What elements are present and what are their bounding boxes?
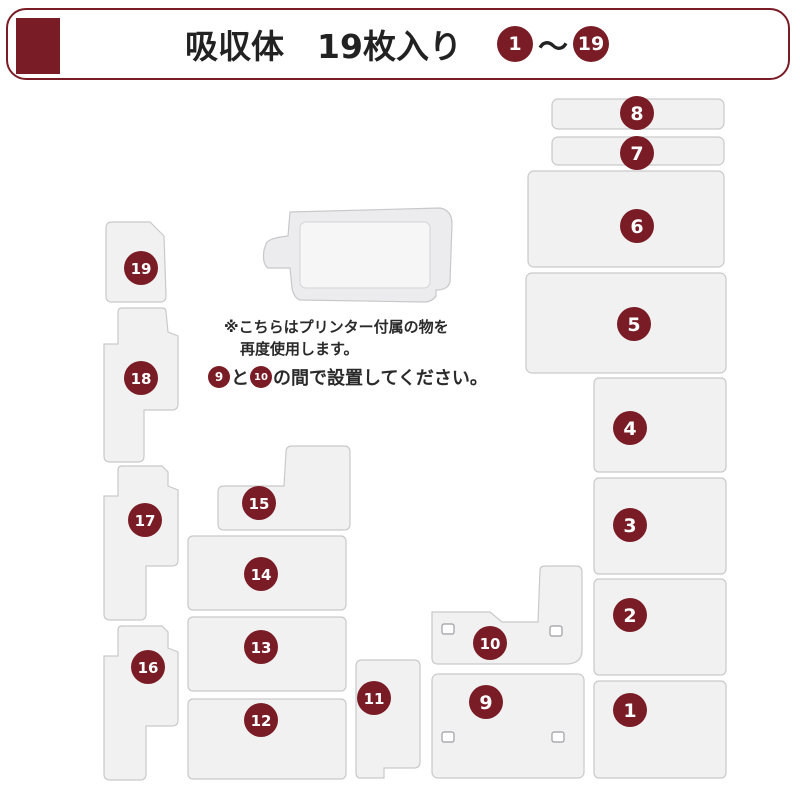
- title-banner: 吸収体 19枚入り 1～19: [6, 8, 790, 80]
- svg-text:1: 1: [623, 700, 636, 722]
- pad-12: [187, 698, 347, 780]
- svg-text:11: 11: [364, 690, 385, 708]
- pad-badge-17: 17: [128, 503, 162, 537]
- pad-badge-11: 11: [357, 681, 391, 715]
- pad-badge-14: 14: [244, 557, 278, 591]
- pad-badge-3: 3: [613, 508, 647, 542]
- pad-badge-15: 15: [242, 486, 276, 520]
- note-badge-9: 9: [208, 366, 230, 388]
- svg-text:12: 12: [251, 712, 272, 730]
- pad-badge-6: 6: [620, 209, 654, 243]
- note-line-1: ※こちらはプリンター付属の物を: [224, 318, 449, 336]
- pad-badge-4: 4: [613, 411, 647, 445]
- pad-15: [217, 445, 351, 531]
- ink-waste-container-icon: [262, 207, 453, 303]
- svg-text:9: 9: [479, 692, 492, 714]
- pad-badge-16: 16: [131, 650, 165, 684]
- note-badge-10: 10: [250, 366, 272, 388]
- pad-1: [593, 680, 727, 779]
- svg-text:7: 7: [630, 143, 643, 165]
- svg-text:5: 5: [627, 314, 640, 336]
- svg-text:10: 10: [480, 635, 501, 653]
- pad-badge-12: 12: [244, 703, 278, 737]
- pad-16: [103, 625, 179, 781]
- range-separator: ～: [537, 30, 568, 65]
- pad-badge-18: 18: [124, 361, 158, 395]
- range-start-badge: 1: [496, 26, 533, 62]
- svg-text:15: 15: [249, 495, 270, 513]
- pad-badge-2: 2: [613, 598, 647, 632]
- svg-text:16: 16: [138, 659, 159, 677]
- pad-badge-5: 5: [617, 307, 651, 341]
- banner-title-text: 吸収体 19枚入り: [185, 27, 462, 66]
- svg-text:13: 13: [251, 639, 272, 657]
- pad-badge-1: 1: [613, 693, 647, 727]
- pad-badge-7: 7: [620, 136, 654, 170]
- svg-text:3: 3: [623, 515, 636, 537]
- svg-text:19: 19: [131, 260, 152, 278]
- pad-badge-10: 10: [473, 626, 507, 660]
- pad-badge-9: 9: [469, 685, 503, 719]
- pad-17: [103, 465, 179, 621]
- svg-text:2: 2: [623, 605, 636, 627]
- range-end-badge: 19: [572, 26, 609, 62]
- pad-badge-19: 19: [124, 251, 158, 285]
- svg-text:18: 18: [131, 370, 152, 388]
- pad-4: [593, 377, 727, 473]
- svg-text:4: 4: [623, 418, 636, 440]
- note-line-3: 9 と 10 の間で設置してください。: [207, 364, 488, 390]
- svg-text:14: 14: [251, 566, 272, 584]
- banner-title: 吸収体 19枚入り 1～19: [8, 10, 788, 78]
- note-line-2: 再度使用します。: [240, 340, 359, 358]
- pad-9: [431, 673, 585, 779]
- svg-text:17: 17: [135, 512, 156, 530]
- note-instruction: の間で設置してください。: [273, 368, 488, 389]
- note-connector: と: [231, 368, 249, 389]
- pad-2: [593, 578, 727, 676]
- pad-badge-13: 13: [244, 630, 278, 664]
- pad-10: [431, 565, 583, 665]
- pad-3: [593, 477, 727, 575]
- pad-badge-8: 8: [620, 96, 654, 130]
- svg-text:8: 8: [630, 103, 643, 125]
- svg-text:6: 6: [630, 216, 643, 238]
- pad-11: [355, 659, 421, 779]
- banner-accent: [16, 18, 60, 74]
